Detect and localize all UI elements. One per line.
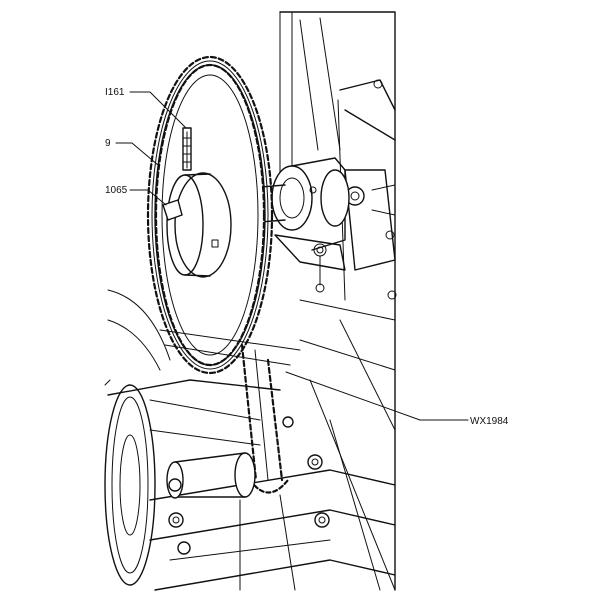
callout-1065: 1065 xyxy=(105,185,128,196)
pillow-block-bearing xyxy=(271,157,350,293)
bolt-icon xyxy=(282,416,294,428)
callout-i161: I161 xyxy=(105,87,125,98)
callout-9: 9 xyxy=(105,138,111,149)
leader-lines xyxy=(115,91,469,421)
roller-chain xyxy=(146,55,290,494)
bolt-icon xyxy=(168,478,182,492)
bolt-icon xyxy=(168,512,184,528)
machine-frame xyxy=(279,11,397,591)
base-plate xyxy=(107,329,396,591)
bolt-icon xyxy=(177,541,191,555)
bolt-icon xyxy=(314,512,330,528)
lower-pulley xyxy=(104,289,171,586)
mounting-bolts xyxy=(168,416,330,555)
callout-wx1984: WX1984 xyxy=(470,416,509,427)
bolt-icon xyxy=(307,454,323,470)
lower-sprocket xyxy=(166,452,256,499)
sprocket-hub xyxy=(162,127,232,278)
